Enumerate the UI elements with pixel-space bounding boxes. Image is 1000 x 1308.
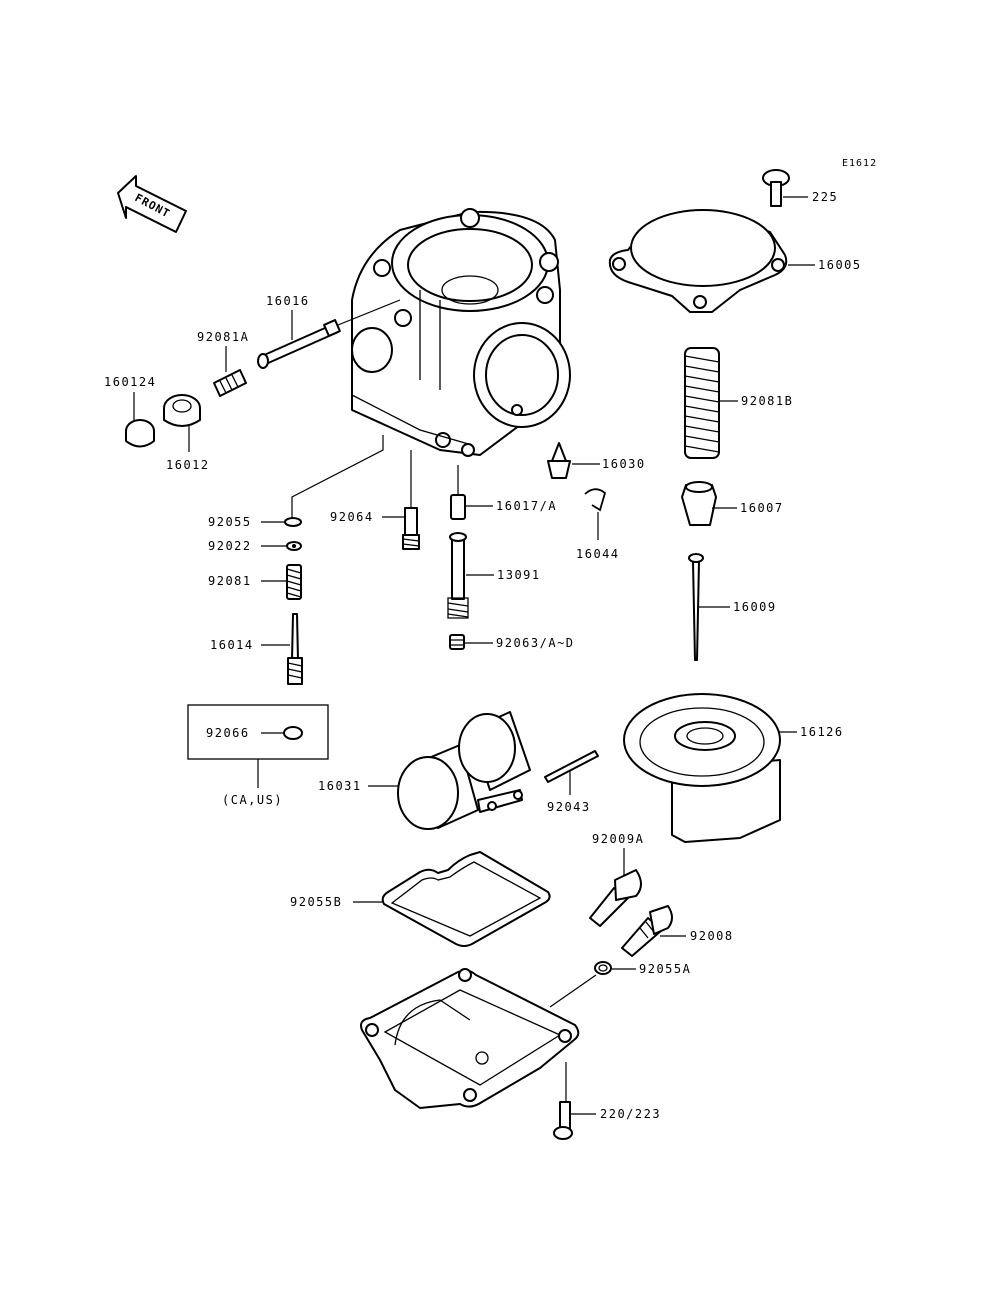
- part-92009a: 92009A: [589, 832, 644, 927]
- part-92043: 92043: [544, 750, 599, 814]
- label-160124: 160124: [104, 375, 156, 389]
- part-16012: 16012: [163, 394, 210, 472]
- part-16030: 16030: [547, 442, 646, 479]
- part-16014: 16014: [210, 613, 303, 685]
- label-92081: 92081: [208, 574, 252, 588]
- part-16016: 16016: [257, 294, 401, 369]
- part-92081a: 92081A: [197, 330, 249, 397]
- label-16030: 16030: [602, 457, 646, 471]
- float-bowl: [360, 968, 580, 1109]
- label-16005: 16005: [818, 258, 862, 272]
- label-92009a: 92009A: [592, 832, 644, 846]
- part-92008: 92008: [621, 905, 734, 957]
- diagram-code: E1612: [842, 158, 877, 169]
- label-13091: 13091: [497, 568, 541, 582]
- part-92022: 92022: [208, 539, 302, 553]
- label-92081b: 92081B: [741, 394, 793, 408]
- part-220-223: 220/223: [553, 1062, 661, 1140]
- label-92055b: 92055B: [290, 895, 342, 909]
- part-16044: 16044: [576, 488, 620, 561]
- label-16126: 16126: [800, 725, 844, 739]
- part-16009: 16009: [688, 553, 777, 661]
- part-92055b: 92055B: [290, 851, 551, 947]
- label-225: 225: [812, 190, 838, 204]
- label-16017a: 16017/A: [496, 499, 557, 513]
- part-16126: 16126: [623, 693, 844, 843]
- label-92022: 92022: [208, 539, 252, 553]
- label-92066: 92066: [206, 726, 250, 740]
- label-220-223: 220/223: [600, 1107, 661, 1121]
- part-92081b: 92081B: [684, 347, 793, 459]
- label-16007: 16007: [740, 501, 784, 515]
- label-16044: 16044: [576, 547, 620, 561]
- part-92066-box: 92066 (CA,US): [187, 704, 329, 807]
- label-16009: 16009: [733, 600, 777, 614]
- label-92055: 92055: [208, 515, 252, 529]
- label-16031: 16031: [318, 779, 362, 793]
- part-92081: 92081: [208, 564, 302, 600]
- label-16012: 16012: [166, 458, 210, 472]
- part-16031: 16031: [318, 711, 531, 830]
- label-16014: 16014: [210, 638, 254, 652]
- label-92043: 92043: [547, 800, 591, 814]
- box-note: (CA,US): [222, 793, 283, 807]
- front-arrow-icon: FRONT: [117, 175, 187, 233]
- part-16017a: 16017/A: [450, 465, 557, 520]
- part-13091: 13091: [447, 532, 541, 619]
- label-92064: 92064: [330, 510, 374, 524]
- carburetor-body: [351, 208, 571, 457]
- label-92081a: 92081A: [197, 330, 249, 344]
- part-16007: 16007: [681, 481, 784, 526]
- leader-92055: [291, 435, 384, 520]
- part-92055: 92055: [208, 515, 302, 529]
- part-16005: 16005: [608, 209, 862, 313]
- part-225: 225: [762, 169, 838, 207]
- label-16016: 16016: [266, 294, 310, 308]
- part-160124: 160124: [104, 375, 156, 448]
- label-92008: 92008: [690, 929, 734, 943]
- part-92063: 92063/A~D: [449, 634, 575, 650]
- label-92055a: 92055A: [639, 962, 691, 976]
- part-92064: 92064: [330, 450, 420, 550]
- label-92063: 92063/A~D: [496, 636, 575, 650]
- part-92055a: 92055A: [549, 961, 691, 1008]
